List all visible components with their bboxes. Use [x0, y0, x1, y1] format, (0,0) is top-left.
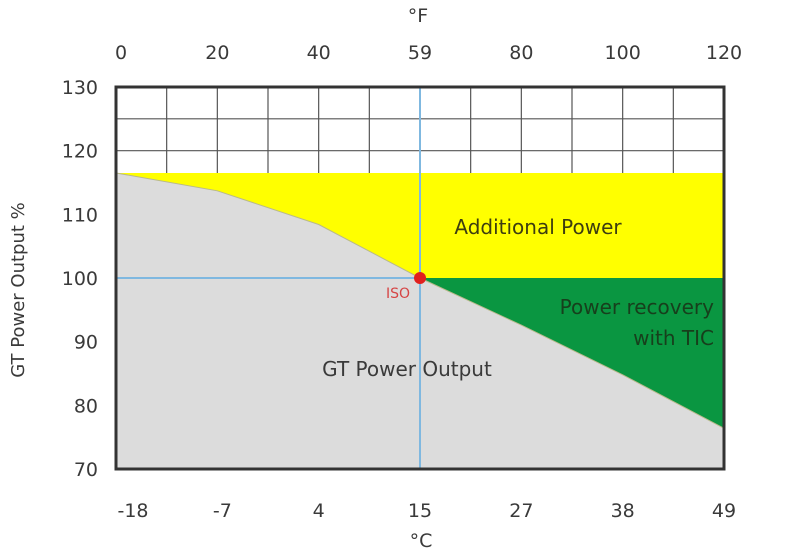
- y-tick-label: 70: [74, 459, 98, 481]
- x-top-tick-label: 20: [205, 42, 229, 64]
- iso-point: [414, 272, 426, 284]
- x-top-tick-label: 120: [706, 42, 742, 64]
- y-tick-label: 80: [74, 395, 98, 417]
- x-top-tick-label: 80: [509, 42, 533, 64]
- x-bottom-tick-label: -18: [117, 500, 148, 522]
- x-bottom-tick-label: 15: [408, 500, 432, 522]
- x-bottom-tick-label: 27: [509, 500, 533, 522]
- plot-frame: [114, 85, 726, 471]
- x-bottom-tick-label: 4: [313, 500, 325, 522]
- x-axis-bottom-unit: °C: [410, 530, 433, 552]
- x-top-tick-label: 59: [408, 42, 432, 64]
- x-axis-top-ticks: 0 20 40 59 80 100 120: [115, 42, 742, 64]
- additional-power-label: Additional Power: [454, 215, 622, 239]
- x-top-tick-label: 40: [307, 42, 331, 64]
- iso-label: ISO: [386, 286, 410, 302]
- power-recovery-label: Power recovery: [560, 295, 715, 319]
- y-tick-label: 90: [74, 332, 98, 354]
- y-tick-label: 100: [62, 268, 98, 290]
- x-top-tick-label: 0: [115, 42, 127, 64]
- y-axis-label: GT Power Output %: [8, 202, 29, 378]
- gt-power-output-label: GT Power Output: [322, 357, 492, 381]
- y-axis-ticks: 70 80 90 100 110 120 130: [62, 77, 98, 481]
- y-tick-label: 110: [62, 204, 98, 226]
- x-bottom-tick-label: 49: [712, 500, 736, 522]
- x-axis-top-unit: °F: [408, 5, 428, 27]
- x-top-tick-label: 100: [605, 42, 641, 64]
- y-tick-label: 130: [62, 77, 98, 99]
- x-axis-bottom-ticks: -18 -7 4 15 27 38 49: [117, 500, 736, 522]
- power-recovery-label-line2: with TIC: [633, 326, 714, 350]
- y-tick-label: 120: [62, 141, 98, 163]
- x-bottom-tick-label: -7: [213, 500, 232, 522]
- x-bottom-tick-label: 38: [611, 500, 635, 522]
